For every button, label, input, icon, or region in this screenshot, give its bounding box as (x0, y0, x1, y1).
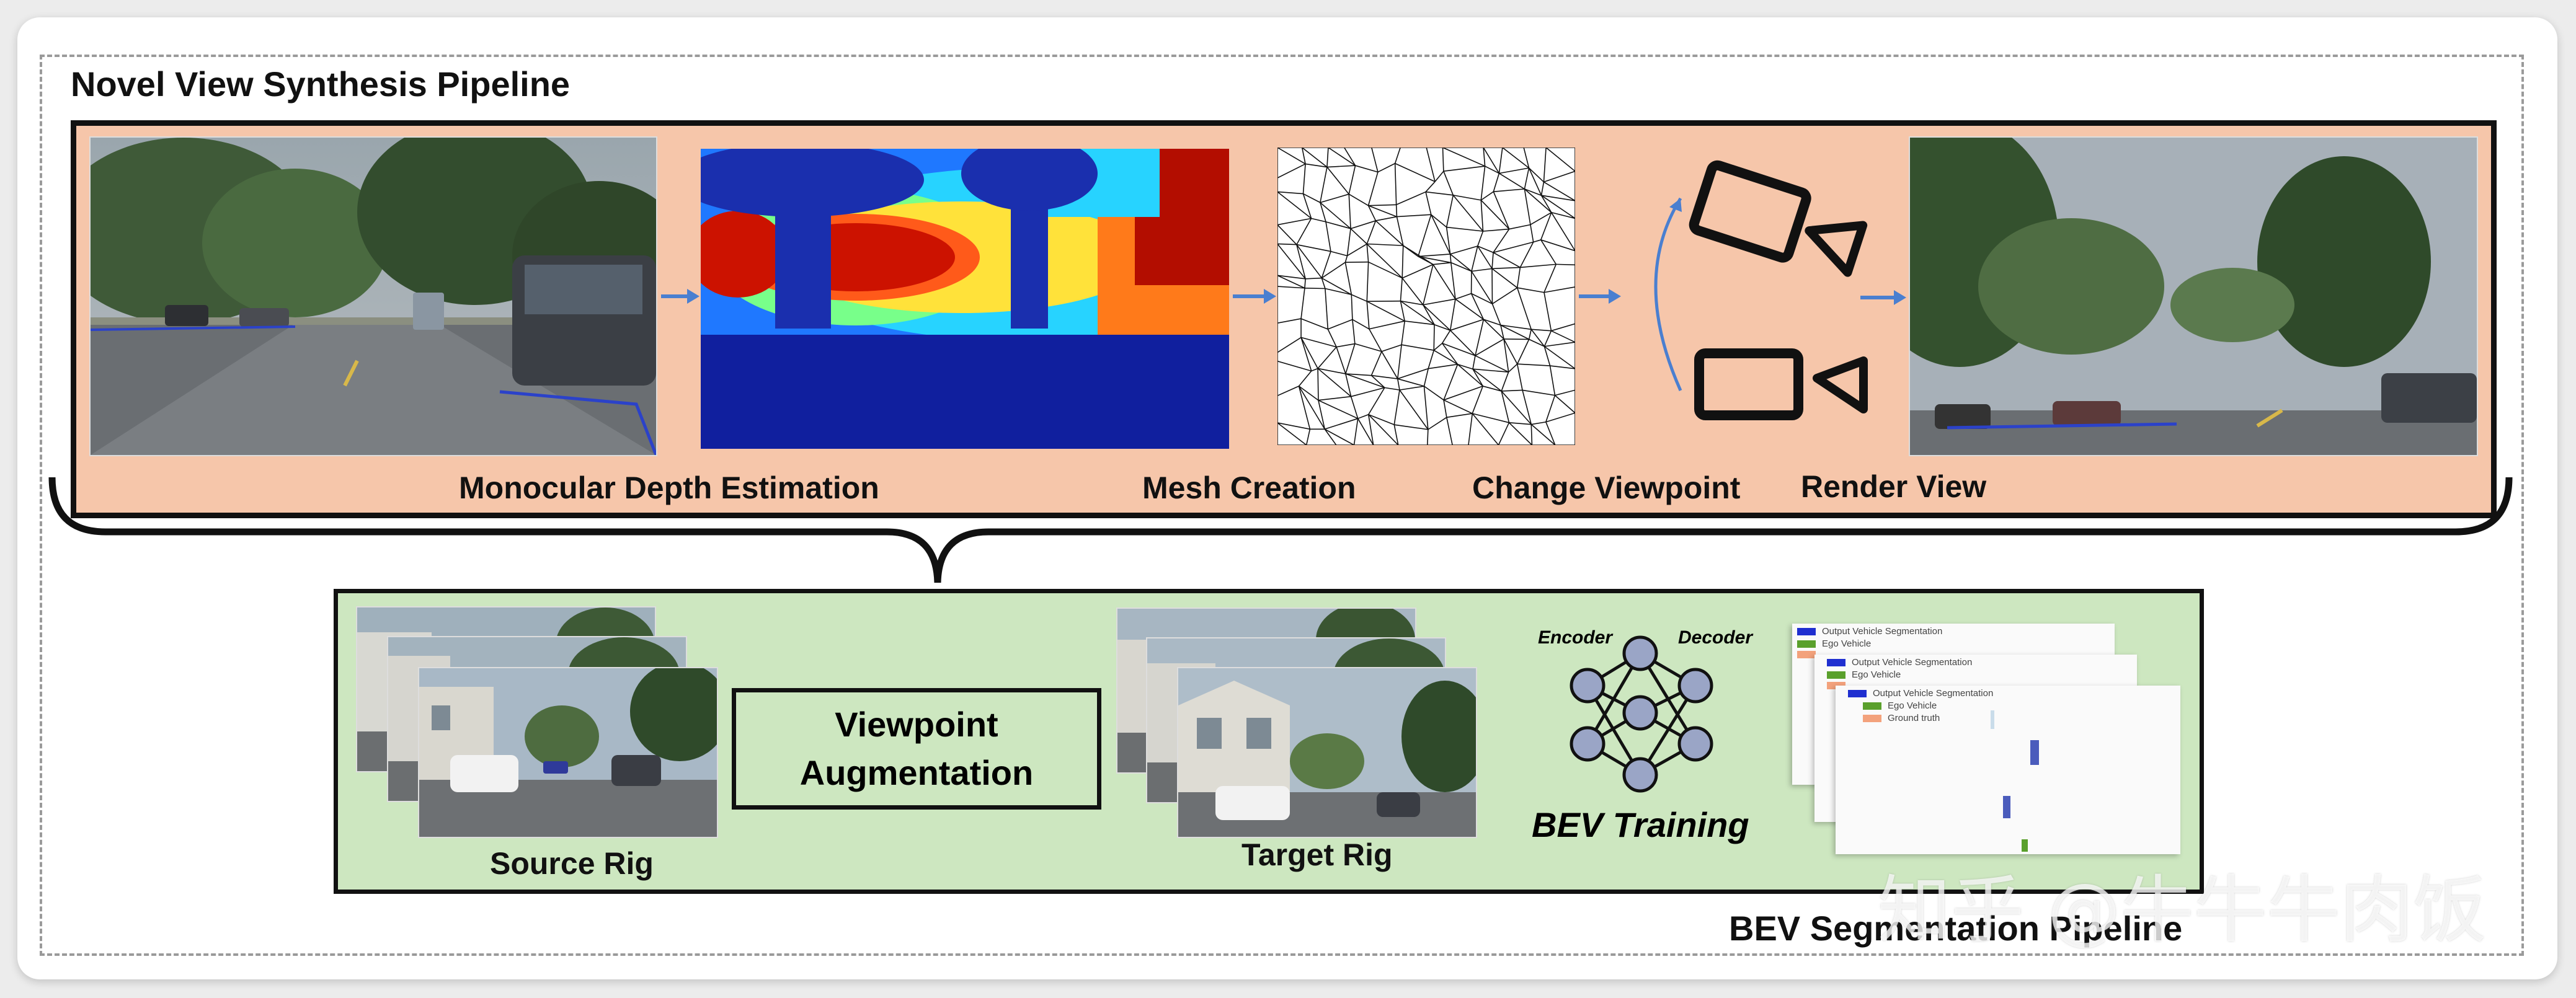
decoder-label: Decoder (1678, 627, 1753, 648)
legend-output-vehicle: Output Vehicle Segmentation (1848, 688, 1993, 699)
camera-icon (1694, 348, 1868, 420)
legend-ego-vehicle: Ego Vehicle (1863, 700, 1937, 711)
source-rig-image-front (418, 667, 718, 838)
encoder-label: Encoder (1538, 627, 1613, 648)
depth-label: Monocular Depth Estimation (459, 470, 879, 505)
nvs-title: Novel View Synthesis Pipeline (71, 64, 571, 104)
dashed-frame (40, 55, 2524, 956)
change-viewpoint-graphic (1654, 160, 1868, 420)
legend-ground-truth: Ground truth (1863, 713, 1940, 723)
brace-icon (48, 477, 2513, 583)
mesh-label: Mesh Creation (1142, 470, 1356, 505)
target-rig-label: Target Rig (1241, 837, 1393, 872)
watermark: 知乎 @牛牛牛肉饭 (1878, 867, 2487, 953)
viewpoint-augmentation-box: Viewpoint Augmentation (732, 688, 1101, 810)
source-rig-label: Source Rig (490, 846, 654, 881)
arrow-icon (687, 289, 700, 304)
mesh-image (1277, 147, 1576, 446)
arrow-icon (1264, 289, 1276, 304)
input-street-image (89, 136, 657, 456)
render-label: Render View (1801, 469, 1987, 504)
depth-map (701, 149, 1229, 449)
neural-network-icon (1570, 635, 1713, 793)
bev-training-label: BEV Training (1532, 805, 1749, 844)
arrow-icon (1609, 289, 1621, 304)
rendered-view-image (1909, 136, 2478, 456)
bev-title: BEV Segmentation Pipeline (1729, 909, 2183, 948)
camera-icon (1689, 160, 1868, 277)
target-rig-image-front (1177, 667, 1477, 838)
viewpoint-label: Change Viewpoint (1472, 470, 1741, 505)
viewpoint-augmentation-label: Viewpoint Augmentation (799, 704, 1034, 792)
segmentation-output-front: Output Vehicle Segmentation Ego Vehicle … (1836, 686, 2180, 854)
arrow-icon (1894, 290, 1906, 305)
